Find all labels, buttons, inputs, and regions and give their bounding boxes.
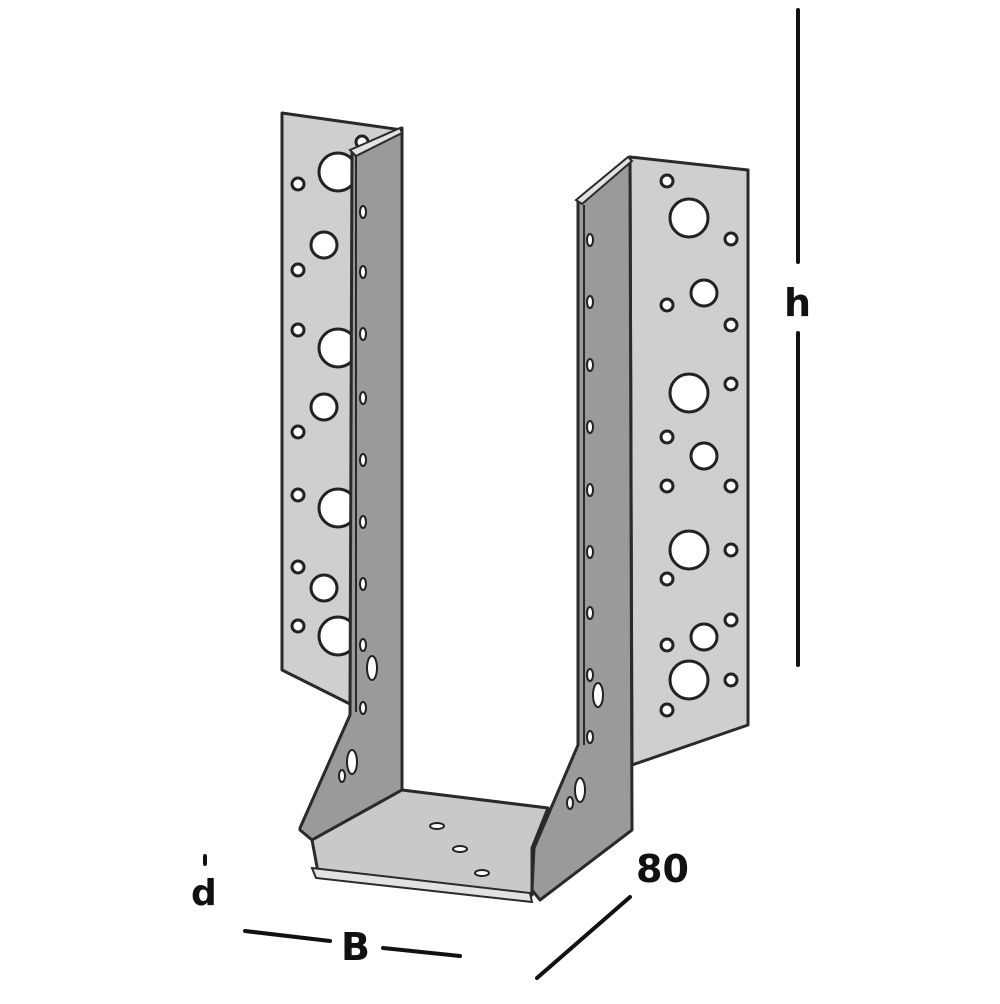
- left-wall: [298, 126, 404, 842]
- width-dimension-label: B: [341, 925, 370, 969]
- right-flange-holes: [659, 173, 739, 718]
- dimension-B: [243, 929, 462, 958]
- right-wall: [530, 155, 634, 902]
- base-plate-holes: [429, 822, 490, 877]
- right-wall-slots: [566, 233, 604, 810]
- left-wall-slots: [338, 205, 378, 783]
- dimension-80: [535, 895, 632, 980]
- base-plate: [310, 788, 550, 904]
- thickness-dimension-label: d: [191, 873, 217, 914]
- right-flange: [628, 155, 750, 767]
- height-dimension-label: h: [784, 281, 812, 325]
- depth-dimension-label: 80: [636, 847, 689, 891]
